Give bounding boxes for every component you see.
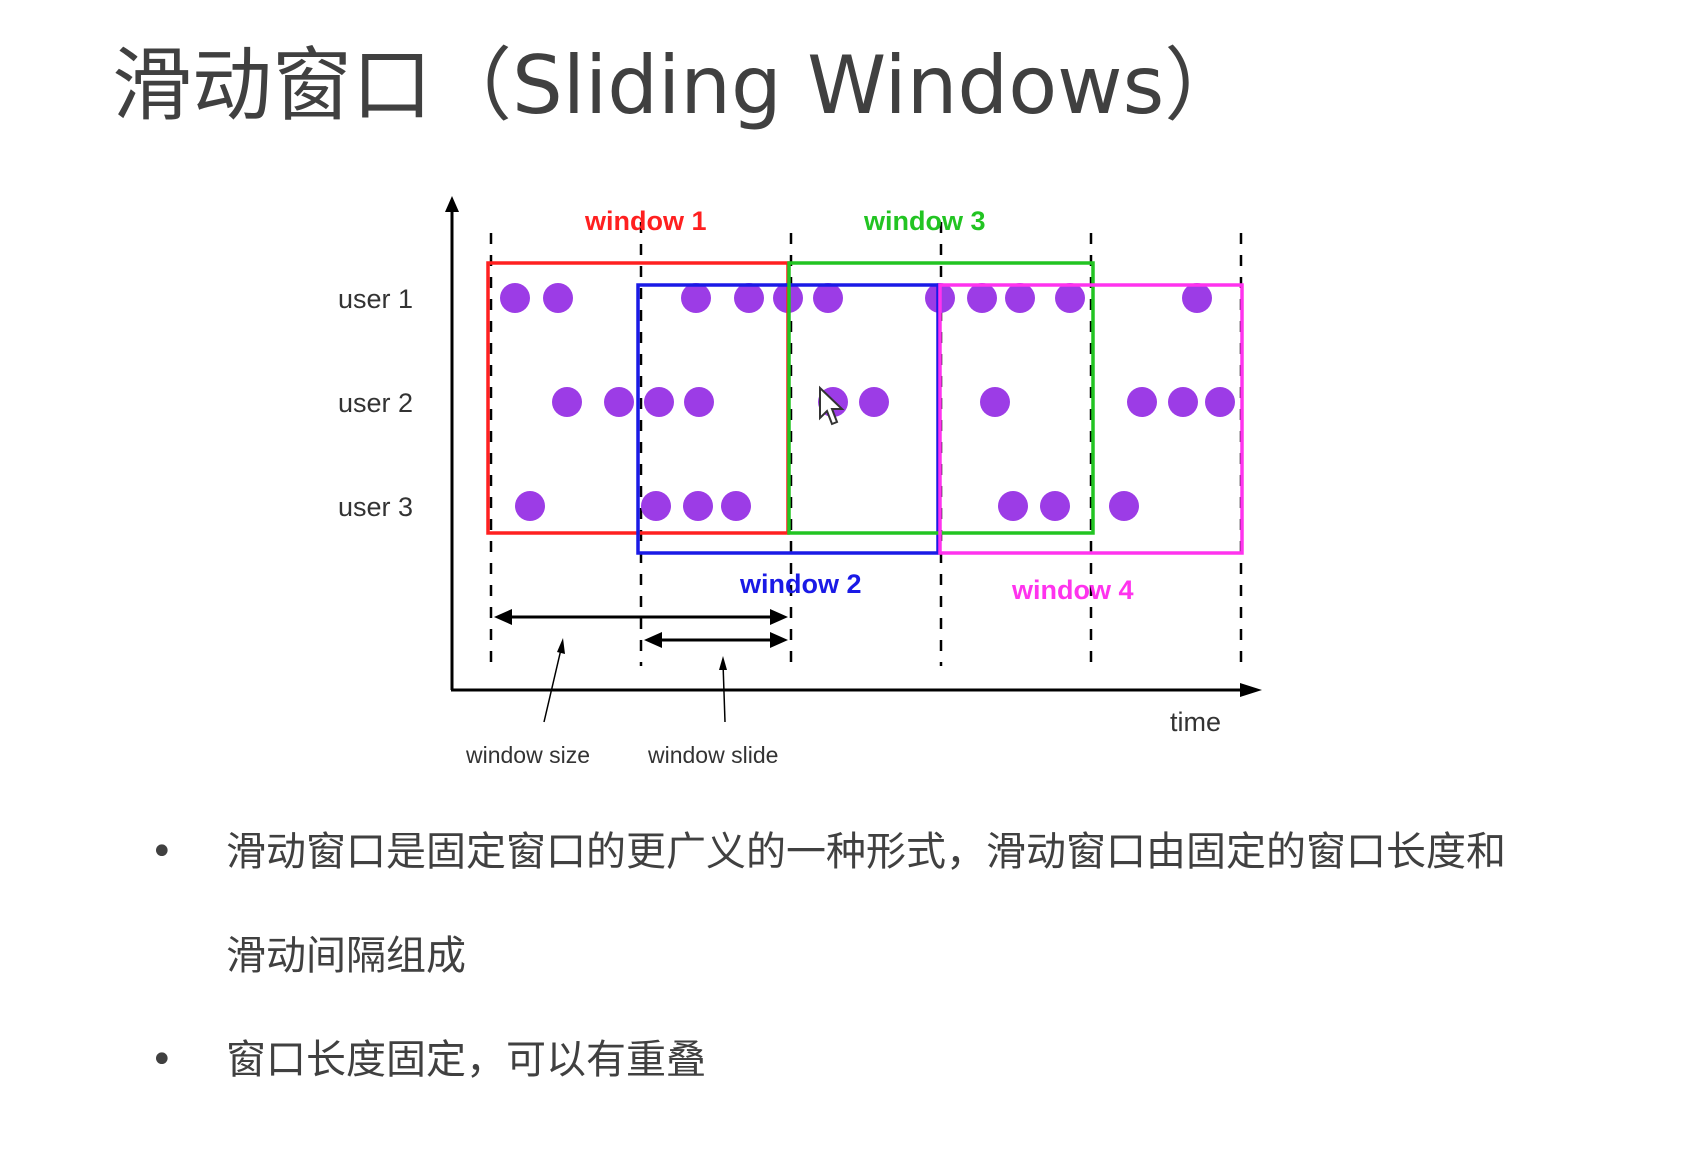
bullet-dot-icon: •	[150, 829, 174, 875]
event-dots	[500, 283, 1235, 521]
bullet-text: 窗口长度固定，可以有重叠	[226, 1037, 706, 1083]
event-dot	[1168, 387, 1198, 417]
window-slide-pointer-head-icon	[719, 656, 727, 670]
window-size-label: window size	[465, 742, 590, 768]
event-dot	[967, 283, 997, 313]
window-3-label: window 3	[863, 206, 986, 236]
event-dot	[721, 491, 751, 521]
event-dot	[515, 491, 545, 521]
user-2-label: user 2	[338, 388, 413, 418]
window-slide-arrow-right-icon	[770, 632, 788, 648]
window-4-box	[938, 283, 1244, 555]
event-dot	[1109, 491, 1139, 521]
event-dot	[1182, 283, 1212, 313]
event-dot	[684, 387, 714, 417]
mouse-cursor-icon	[819, 385, 845, 426]
x-axis-label: time	[1170, 707, 1221, 737]
event-dot	[734, 283, 764, 313]
window-size-arrow-right-icon	[770, 609, 788, 625]
window-4-label: window 4	[1011, 575, 1134, 605]
window-slide-arrow-left-icon	[644, 632, 662, 648]
event-dot	[1127, 387, 1157, 417]
window-2-label: window 2	[739, 569, 862, 599]
event-dot	[1005, 283, 1035, 313]
window-slide-label: window slide	[647, 742, 778, 768]
event-dot	[1205, 387, 1235, 417]
x-axis-arrow-icon	[1240, 683, 1262, 697]
bullet-dot-icon: •	[150, 1037, 174, 1083]
window-size-pointer-head-icon	[557, 638, 565, 654]
event-dot	[552, 387, 582, 417]
event-dot	[644, 387, 674, 417]
y-axis-arrow-icon	[445, 196, 459, 212]
bullet-text: 滑动窗口是固定窗口的更广义的一种形式，滑动窗口由固定的窗口长度和滑动间隔组成	[226, 829, 1506, 979]
event-dot	[641, 491, 671, 521]
window-1-label: window 1	[584, 206, 707, 236]
window-size-pointer	[543, 644, 563, 723]
event-dot	[683, 491, 713, 521]
event-dot	[543, 283, 573, 313]
event-dot	[1055, 283, 1085, 313]
page-title: 滑动窗口（Sliding Windows）	[112, 39, 1245, 132]
window-size-arrow-left-icon	[494, 609, 512, 625]
event-dot	[998, 491, 1028, 521]
event-dot	[604, 387, 634, 417]
event-dot	[813, 283, 843, 313]
event-dot	[1040, 491, 1070, 521]
user-3-label: user 3	[338, 492, 413, 522]
event-dot	[500, 283, 530, 313]
event-dot	[681, 283, 711, 313]
window-slide-pointer	[722, 662, 726, 723]
event-dot	[859, 387, 889, 417]
event-dot	[980, 387, 1010, 417]
user-1-label: user 1	[338, 284, 413, 314]
